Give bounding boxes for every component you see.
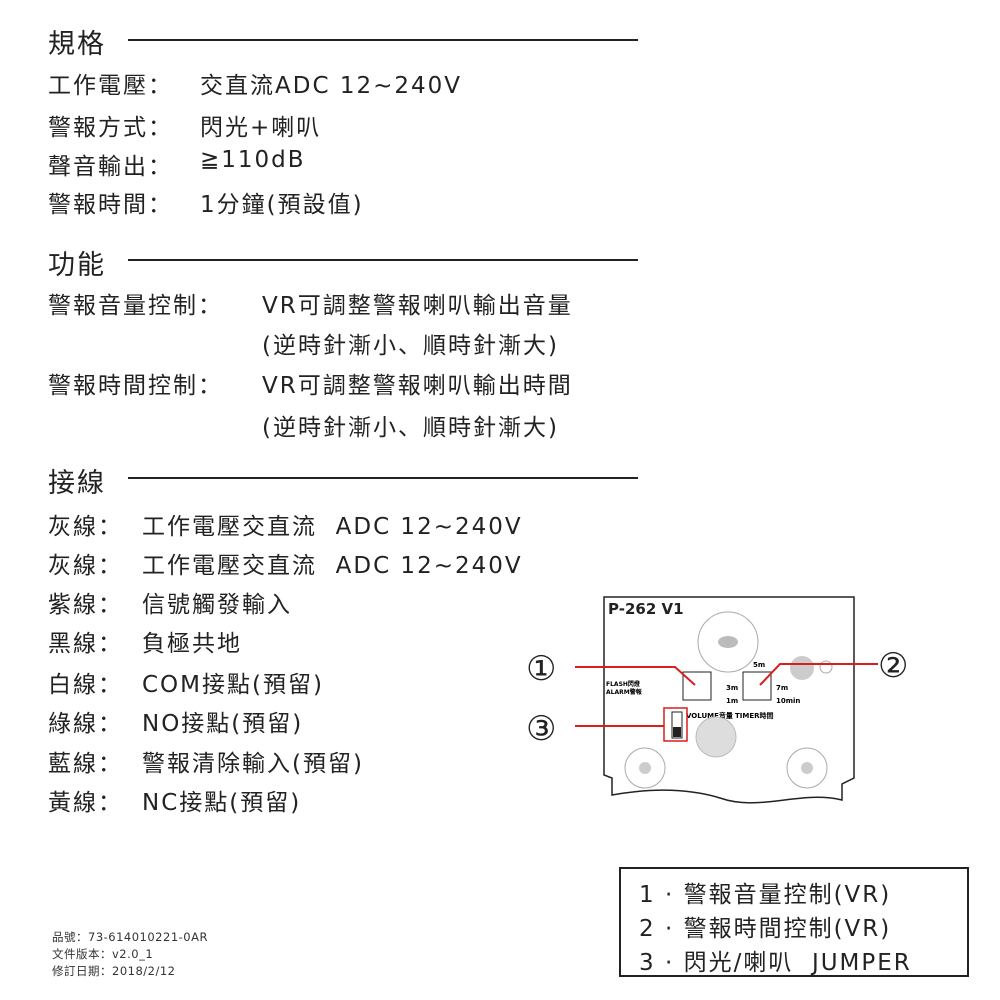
label: 警報時間：: [48, 192, 173, 218]
t5-label: 5m: [753, 661, 765, 669]
value: 工作電壓交直流 ADC 12~240V: [142, 553, 523, 579]
note: (逆時針漸小、順時針漸大): [262, 333, 559, 359]
part-number: 品號：73-614010221-0AR: [52, 930, 208, 944]
label: 警報方式：: [48, 115, 173, 141]
note: (逆時針漸小、順時針漸大): [262, 415, 559, 441]
divider: [128, 259, 638, 261]
value: NC接點(預留): [142, 790, 302, 816]
spec-heading: 規格: [48, 29, 106, 60]
jumper-cap: [673, 727, 681, 737]
timer-vr: [742, 671, 772, 701]
label: 警報時間控制：: [48, 373, 223, 399]
callout-line-1: [575, 666, 696, 686]
label: 灰線：: [48, 553, 123, 579]
label: 警報音量控制：: [48, 293, 223, 319]
legend-item: 3 · 閃光/喇叭 JUMPER: [639, 950, 912, 976]
jumper: [671, 711, 683, 739]
value: NO接點(預留): [142, 711, 304, 737]
buzzer-center: [718, 636, 738, 648]
terminal-circle: [695, 716, 737, 758]
legend-item: 2 · 警報時間控制(VR): [639, 916, 892, 942]
value: COM接點(預留): [142, 672, 324, 698]
value: VR可調整警報喇叭輸出時間: [262, 373, 573, 399]
value: 警報清除輸入(預留): [142, 751, 364, 777]
mount-hole-center: [639, 762, 651, 774]
label: 白線：: [48, 672, 123, 698]
led-circle: [790, 656, 814, 680]
callout-line-2: [759, 663, 878, 686]
jumper-highlight: [663, 707, 688, 742]
label: 綠線：: [48, 711, 123, 737]
value: 負極共地: [142, 631, 242, 657]
volume-label: VOLUME音量: [686, 711, 733, 720]
label: 黑線：: [48, 631, 123, 657]
label: 灰線：: [48, 514, 123, 540]
t7-label: 7m: [776, 684, 788, 692]
timer-label: TIMER時間: [735, 711, 774, 720]
label: 藍線：: [48, 751, 123, 777]
board-model: P-262 V1: [608, 600, 684, 618]
value: 工作電壓交直流 ADC 12~240V: [142, 514, 523, 540]
divider: [128, 39, 638, 41]
label: 聲音輸出：: [48, 154, 173, 180]
t3-label: 3m: [726, 684, 738, 692]
flash-label: FLASH閃燈: [606, 680, 641, 688]
volume-vr: [682, 671, 712, 701]
revision-date: 修訂日期：2018/2/12: [52, 964, 176, 978]
function-heading: 功能: [48, 250, 106, 281]
legend-box: 1 · 警報音量控制(VR) 2 · 警報時間控制(VR) 3 · 閃光/喇叭 …: [619, 867, 969, 977]
t10-label: 10min: [776, 697, 800, 705]
value: ≧110dB: [200, 147, 306, 173]
document-version: 文件版本：v2.0_1: [52, 947, 154, 961]
value: VR可調整警報喇叭輸出音量: [262, 293, 573, 319]
divider: [128, 477, 638, 479]
led-small: [819, 660, 833, 674]
callout-2: ②: [878, 646, 908, 686]
alarm-label: ALARM警報: [606, 688, 643, 696]
value: 交直流ADC 12~240V: [200, 73, 462, 99]
mount-hole-center: [801, 762, 813, 774]
legend-item: 1 · 警報音量控制(VR): [639, 882, 892, 908]
callout-3: ③: [526, 709, 556, 749]
label: 紫線：: [48, 592, 123, 618]
t1-label: 1m: [726, 697, 738, 705]
board-outline: [603, 596, 855, 804]
wiring-heading: 接線: [48, 468, 106, 499]
value: 1分鐘(預設值): [200, 192, 364, 218]
label: 工作電壓：: [48, 73, 173, 99]
label: 黃線：: [48, 790, 123, 816]
value: 閃光+喇叭: [200, 115, 322, 141]
value: 信號觸發輸入: [142, 592, 292, 618]
callout-1: ①: [526, 649, 556, 689]
